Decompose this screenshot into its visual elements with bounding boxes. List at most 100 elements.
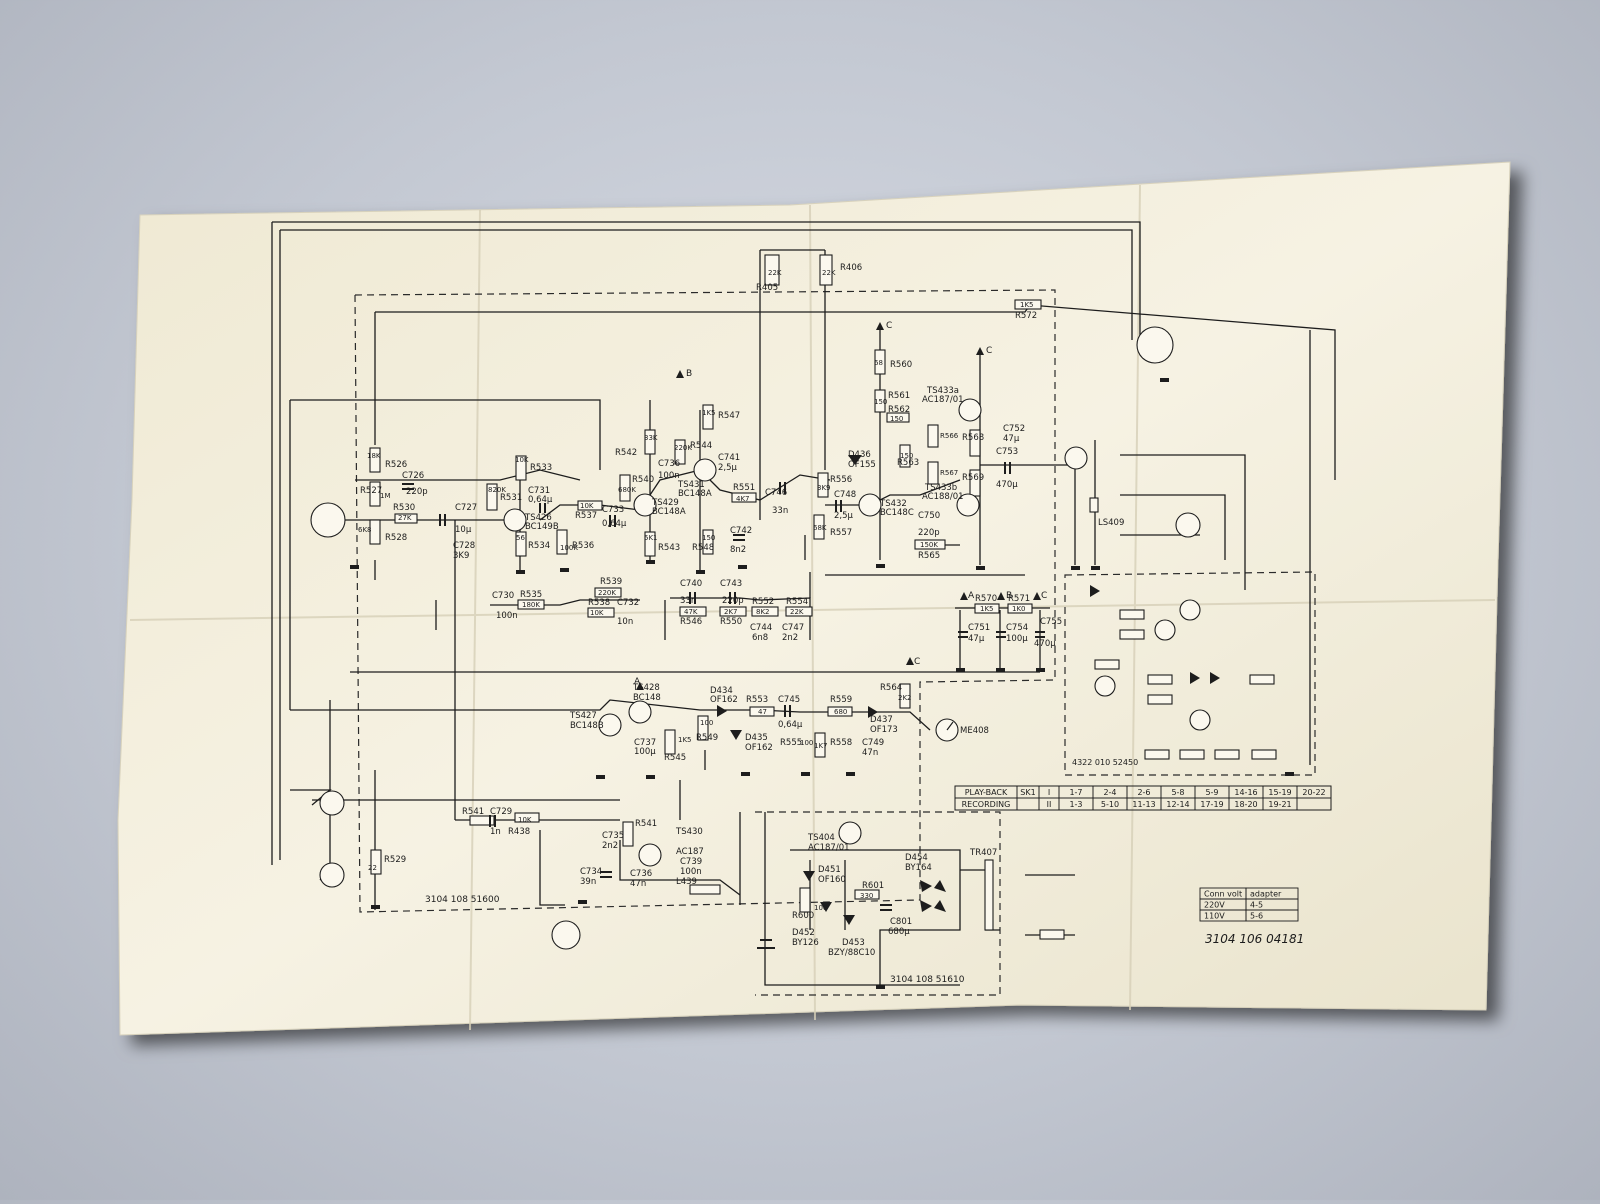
svg-text:R406: R406 bbox=[840, 263, 862, 273]
svg-text:220p: 220p bbox=[918, 528, 940, 538]
svg-text:68: 68 bbox=[874, 359, 883, 367]
svg-text:C731: C731 bbox=[528, 486, 550, 496]
svg-text:R600: R600 bbox=[792, 911, 814, 921]
svg-text:R545: R545 bbox=[664, 753, 686, 763]
svg-text:5K1: 5K1 bbox=[644, 534, 658, 542]
svg-text:R438: R438 bbox=[508, 827, 530, 837]
sheet-number: 3104 106 04181 bbox=[1205, 932, 1304, 946]
svg-text:2K7: 2K7 bbox=[724, 608, 738, 616]
svg-text:47: 47 bbox=[758, 708, 767, 716]
svg-text:56: 56 bbox=[516, 534, 525, 542]
switch-table-text: 17-19 bbox=[1200, 800, 1223, 809]
svg-text:2,5μ: 2,5μ bbox=[718, 463, 738, 473]
svg-text:C740: C740 bbox=[680, 579, 702, 589]
svg-text:R565: R565 bbox=[918, 551, 940, 561]
svg-text:C746: C746 bbox=[765, 488, 787, 498]
svg-text:A: A bbox=[634, 677, 641, 687]
svg-text:OF173: OF173 bbox=[870, 725, 898, 735]
svg-text:OF162: OF162 bbox=[710, 695, 738, 705]
svg-text:47n: 47n bbox=[630, 879, 646, 889]
svg-text:1K5: 1K5 bbox=[702, 409, 716, 417]
svg-text:C752: C752 bbox=[1003, 424, 1025, 434]
svg-text:C749: C749 bbox=[862, 738, 884, 748]
label-R526: R526 bbox=[385, 460, 407, 470]
adapter-table-text: 5-6 bbox=[1250, 912, 1263, 921]
svg-text:BC148B: BC148B bbox=[570, 721, 604, 731]
svg-text:R541: R541 bbox=[635, 819, 657, 829]
switch-table-text: II bbox=[1047, 800, 1052, 809]
svg-text:AC187/01: AC187/01 bbox=[808, 843, 850, 853]
svg-text:220K: 220K bbox=[674, 444, 692, 452]
svg-text:R569: R569 bbox=[962, 473, 984, 483]
svg-text:1K5: 1K5 bbox=[678, 736, 692, 744]
switch-table-cell bbox=[1296, 797, 1332, 811]
svg-text:BC149B: BC149B bbox=[525, 522, 559, 532]
svg-text:R529: R529 bbox=[384, 855, 406, 865]
svg-text:C727: C727 bbox=[455, 503, 477, 513]
adapter-table-text: Conn volt bbox=[1204, 890, 1242, 899]
svg-text:0,64μ: 0,64μ bbox=[602, 519, 627, 529]
svg-text:AC187/01: AC187/01 bbox=[922, 395, 964, 405]
svg-text:470μ: 470μ bbox=[1034, 639, 1056, 649]
svg-text:100n: 100n bbox=[680, 867, 702, 877]
svg-text:BC148: BC148 bbox=[633, 693, 661, 703]
part-numbers: 3104 108 51600 3104 108 51610 4322 010 5… bbox=[425, 758, 1304, 985]
outer-border-wires bbox=[271, 221, 1141, 865]
svg-text:470μ: 470μ bbox=[996, 480, 1018, 490]
svg-text:R544: R544 bbox=[690, 441, 712, 451]
adapter-table-text: 220V bbox=[1204, 901, 1225, 910]
svg-text:22: 22 bbox=[368, 864, 377, 872]
svg-text:4K7: 4K7 bbox=[736, 495, 750, 503]
svg-text:1K0: 1K0 bbox=[1012, 605, 1026, 613]
svg-text:39n: 39n bbox=[580, 877, 596, 887]
ground-marks bbox=[350, 378, 1294, 989]
svg-text:C730: C730 bbox=[492, 591, 514, 601]
capacitor-symbols bbox=[402, 462, 1045, 949]
svg-text:R536: R536 bbox=[572, 541, 594, 551]
svg-text:D453: D453 bbox=[842, 938, 865, 948]
svg-text:47n: 47n bbox=[862, 748, 878, 758]
svg-text:3K9: 3K9 bbox=[817, 484, 831, 492]
svg-text:R550: R550 bbox=[720, 617, 742, 627]
svg-text:150: 150 bbox=[874, 398, 887, 406]
svg-text:C739: C739 bbox=[680, 857, 702, 867]
svg-text:R534: R534 bbox=[528, 541, 550, 551]
svg-text:C: C bbox=[986, 346, 992, 356]
svg-text:TS432: TS432 bbox=[879, 499, 907, 509]
switch-table-text: 18-20 bbox=[1234, 800, 1257, 809]
svg-text:100K: 100K bbox=[560, 544, 578, 552]
svg-text:C751: C751 bbox=[968, 623, 990, 633]
adapter-table-text: adapter bbox=[1250, 890, 1282, 899]
svg-text:C742: C742 bbox=[730, 526, 752, 536]
svg-text:22K: 22K bbox=[822, 269, 836, 277]
svg-text:C741: C741 bbox=[718, 453, 740, 463]
svg-text:AC187: AC187 bbox=[676, 847, 704, 857]
svg-text:6K8: 6K8 bbox=[358, 526, 372, 534]
svg-text:BC148A: BC148A bbox=[678, 489, 712, 499]
switch-table-text: 5-9 bbox=[1205, 788, 1218, 797]
svg-text:D437: D437 bbox=[870, 715, 893, 725]
svg-text:3K9: 3K9 bbox=[453, 551, 469, 561]
svg-text:R528: R528 bbox=[385, 533, 407, 543]
svg-text:0,64μ: 0,64μ bbox=[778, 720, 803, 730]
svg-text:R571: R571 bbox=[1008, 594, 1030, 604]
svg-text:10K: 10K bbox=[515, 456, 529, 464]
svg-text:1M: 1M bbox=[380, 492, 391, 500]
svg-text:R554: R554 bbox=[786, 597, 808, 607]
svg-text:100: 100 bbox=[800, 739, 813, 747]
transistor-symbols bbox=[503, 398, 1211, 867]
switch-table-text: 11-13 bbox=[1132, 800, 1155, 809]
switch-table-text: I bbox=[1048, 788, 1050, 797]
meter-board-number: 4322 010 52450 bbox=[1072, 758, 1138, 767]
svg-text:C: C bbox=[1041, 591, 1047, 601]
switch-table-text: 2-4 bbox=[1103, 788, 1116, 797]
svg-text:C744: C744 bbox=[750, 623, 772, 633]
svg-text:R530: R530 bbox=[393, 503, 415, 513]
svg-text:0,64μ: 0,64μ bbox=[528, 495, 553, 505]
svg-text:R560: R560 bbox=[890, 360, 912, 370]
svg-text:R558: R558 bbox=[830, 738, 852, 748]
svg-text:C753: C753 bbox=[996, 447, 1018, 457]
svg-text:R552: R552 bbox=[752, 597, 774, 607]
svg-text:C743: C743 bbox=[720, 579, 742, 589]
